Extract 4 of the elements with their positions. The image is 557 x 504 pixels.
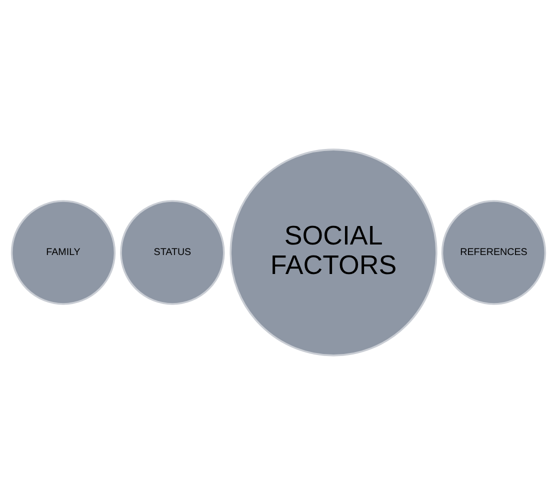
node-circle: STATUS	[120, 200, 225, 304]
node-circle: FAMILY	[10, 200, 116, 304]
node-circle: REFERENCES	[441, 200, 546, 304]
node-circle: SOCIAL FACTORS	[230, 148, 438, 356]
